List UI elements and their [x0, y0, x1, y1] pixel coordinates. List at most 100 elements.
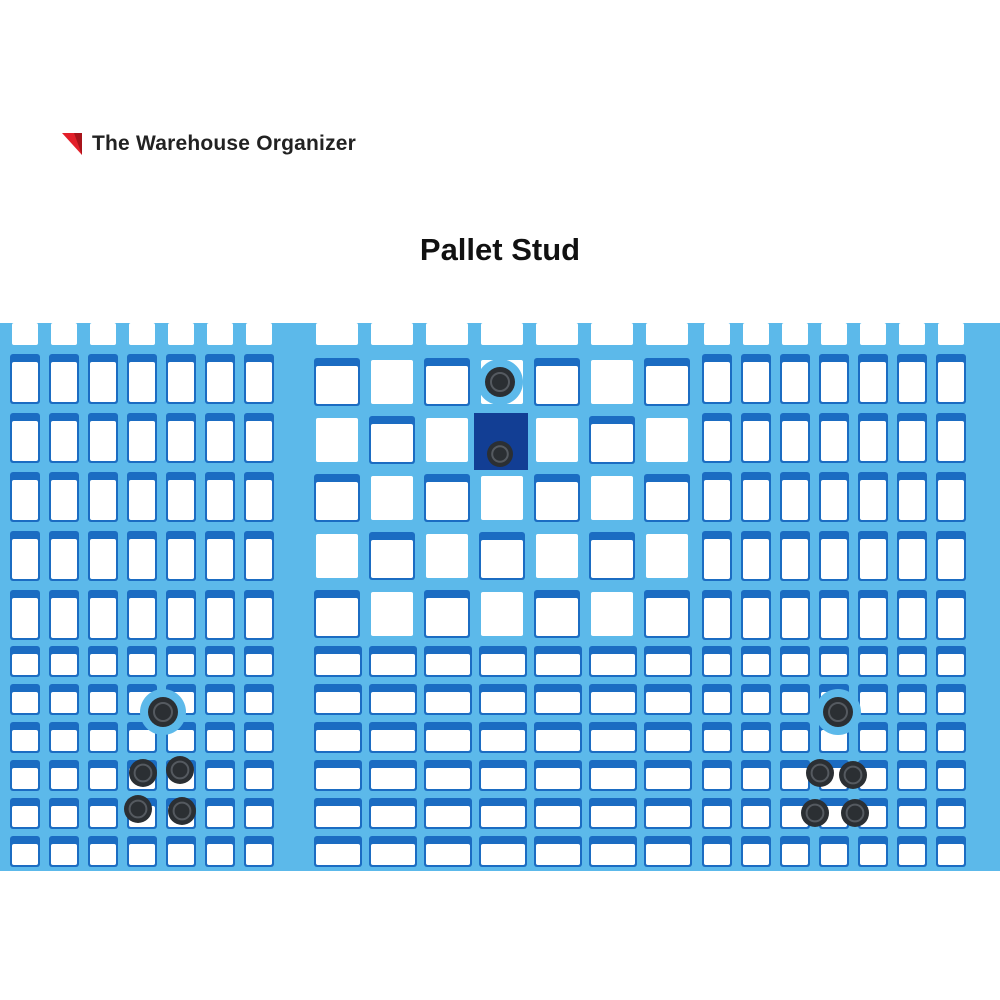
- pallet-hole: [207, 806, 233, 827]
- pallet-stud: [823, 697, 853, 727]
- pallet-hole: [782, 768, 808, 789]
- pallet-hole: [536, 598, 578, 636]
- pallet-hole: [12, 480, 38, 520]
- pallet-hole: [646, 692, 690, 713]
- pallet-hole: [743, 362, 769, 402]
- pallet-hole: [860, 654, 886, 675]
- pallet-hole: [646, 323, 688, 345]
- pallet-stud: [485, 367, 515, 397]
- pallet-hole: [743, 768, 769, 789]
- pallet-hole: [371, 476, 413, 520]
- pallet-hole: [371, 844, 415, 865]
- pallet-hole: [704, 806, 730, 827]
- pallet-hole: [704, 480, 730, 520]
- pallet-hole: [782, 421, 808, 461]
- pallet-hole: [743, 480, 769, 520]
- pallet-stud: [124, 795, 152, 823]
- pallet-hole: [821, 421, 847, 461]
- pallet-hole: [51, 768, 77, 789]
- pallet-hole: [207, 730, 233, 751]
- pallet-image: [0, 323, 1000, 871]
- pallet-hole: [938, 654, 964, 675]
- pallet-hole: [207, 844, 233, 865]
- pallet-stud: [801, 799, 829, 827]
- pallet-hole: [743, 323, 769, 345]
- pallet-hole: [246, 806, 272, 827]
- pallet-stud-ring: [153, 702, 173, 722]
- pallet-hole: [426, 844, 470, 865]
- pallet-hole: [782, 480, 808, 520]
- pallet-hole: [938, 844, 964, 865]
- pallet-hole: [704, 654, 730, 675]
- pallet-hole: [51, 692, 77, 713]
- pallet-hole: [860, 730, 886, 751]
- pallet-hole: [90, 730, 116, 751]
- pallet-hole: [591, 844, 635, 865]
- pallet-hole: [646, 366, 688, 404]
- pallet-hole: [899, 480, 925, 520]
- pallet-hole: [371, 730, 415, 751]
- pallet-hole: [860, 362, 886, 402]
- pallet-hole: [246, 730, 272, 751]
- pallet-hole: [743, 692, 769, 713]
- pallet-hole: [899, 598, 925, 638]
- pallet-hole: [646, 844, 690, 865]
- pallet-hole: [938, 323, 964, 345]
- pallet-hole: [591, 730, 635, 751]
- pallet-hole: [899, 323, 925, 345]
- pallet-hole: [860, 692, 886, 713]
- pallet-hole: [168, 654, 194, 675]
- pallet-hole: [12, 730, 38, 751]
- pallet-hole: [168, 362, 194, 402]
- pallet-hole: [481, 844, 525, 865]
- pallet-stud-ring: [133, 763, 153, 783]
- pallet-hole: [12, 768, 38, 789]
- pallet-hole: [246, 692, 272, 713]
- pallet-hole: [316, 654, 360, 675]
- pallet-hole: [591, 654, 635, 675]
- pallet-hole: [246, 768, 272, 789]
- pallet-hole: [90, 692, 116, 713]
- pallet-hole: [90, 421, 116, 461]
- pallet-stud: [168, 797, 196, 825]
- pallet-hole: [12, 539, 38, 579]
- pallet-hole: [371, 654, 415, 675]
- pallet-stud-ring: [845, 803, 865, 823]
- pallet-hole: [704, 598, 730, 638]
- pallet-stud: [166, 756, 194, 784]
- pallet-hole: [426, 598, 468, 636]
- pallet-hole: [168, 730, 194, 751]
- pallet-hole: [246, 421, 272, 461]
- pallet-hole: [821, 362, 847, 402]
- pallet-hole: [938, 421, 964, 461]
- pallet-hole: [168, 598, 194, 638]
- pallet-stud: [839, 761, 867, 789]
- pallet-hole: [129, 323, 155, 345]
- pallet-hole: [207, 539, 233, 579]
- pallet-hole: [51, 598, 77, 638]
- pallet-hole: [90, 654, 116, 675]
- pallet-hole: [207, 362, 233, 402]
- pallet-hole: [371, 323, 413, 345]
- pallet-hole: [782, 692, 808, 713]
- pallet-hole: [938, 768, 964, 789]
- pallet-hole: [129, 598, 155, 638]
- pallet-stud-ring: [491, 445, 509, 463]
- pallet-hole: [168, 480, 194, 520]
- pallet-hole: [129, 421, 155, 461]
- pallet-hole: [743, 806, 769, 827]
- pallet-hole: [51, 421, 77, 461]
- pallet-hole: [536, 806, 580, 827]
- pallet-hole: [860, 539, 886, 579]
- pallet-hole: [821, 598, 847, 638]
- pallet-hole: [782, 844, 808, 865]
- pallet-hole: [168, 323, 194, 345]
- pallet-hole: [90, 768, 116, 789]
- pallet-hole: [704, 768, 730, 789]
- pallet-hole: [12, 692, 38, 713]
- pallet-hole: [246, 598, 272, 638]
- pallet-hole: [646, 598, 688, 636]
- pallet-hole: [316, 366, 358, 404]
- pallet-hole: [246, 844, 272, 865]
- pallet-hole: [938, 692, 964, 713]
